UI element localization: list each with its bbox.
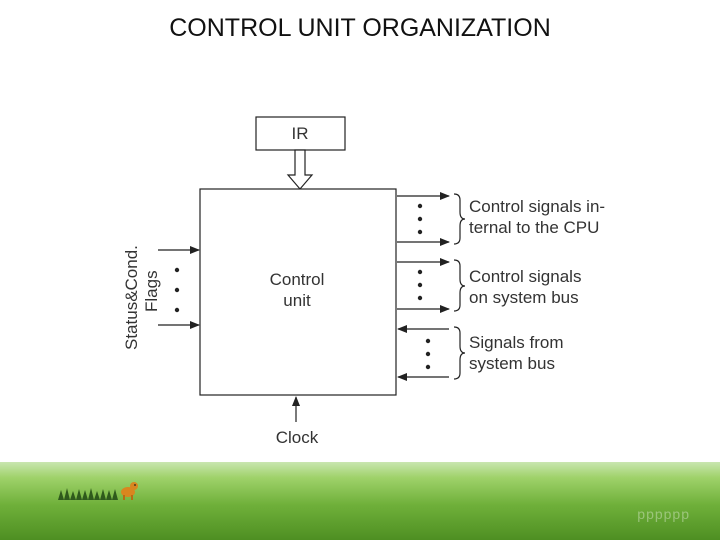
internal-signals-label-line-2: ternal to the CPU: [469, 218, 599, 237]
ir-label: IR: [292, 124, 309, 143]
control-unit-box: [199, 188, 397, 396]
clock-label: Clock: [276, 428, 319, 447]
slide-title: CONTROL UNIT ORGANIZATION: [169, 14, 551, 42]
bus-input-signals-label-line-2: system bus: [469, 354, 555, 373]
bus-input-signals-arrows: [397, 325, 466, 381]
flags-input-arrows: [158, 246, 200, 329]
bus-input-signals-label-line-1: Signals from: [469, 333, 563, 352]
bus-control-signals-label-line-1: Control signals: [469, 267, 581, 286]
control-unit-label-line-1: Control: [270, 270, 325, 289]
dog-mascot-icon: [121, 482, 138, 500]
ir-to-control-arrow: [286, 149, 314, 190]
bus-control-signals-label-line-2: on system bus: [469, 288, 579, 307]
side-label-line-2: Flags: [142, 270, 161, 312]
internal-signals-arrows: [397, 192, 466, 246]
side-label-group: Status&Cond. Flags: [122, 245, 161, 350]
ir-register-box: [255, 116, 346, 151]
footer-watermark: pppppp: [637, 506, 690, 522]
footer-grass: [0, 462, 720, 540]
bus-control-signals-arrows: [397, 258, 466, 313]
internal-signals-label-line-1: Control signals in-: [469, 197, 605, 216]
side-label-line-1: Status&Cond.: [122, 245, 141, 350]
control-unit-label-line-2: unit: [283, 291, 311, 310]
trees-icon: [58, 488, 118, 500]
